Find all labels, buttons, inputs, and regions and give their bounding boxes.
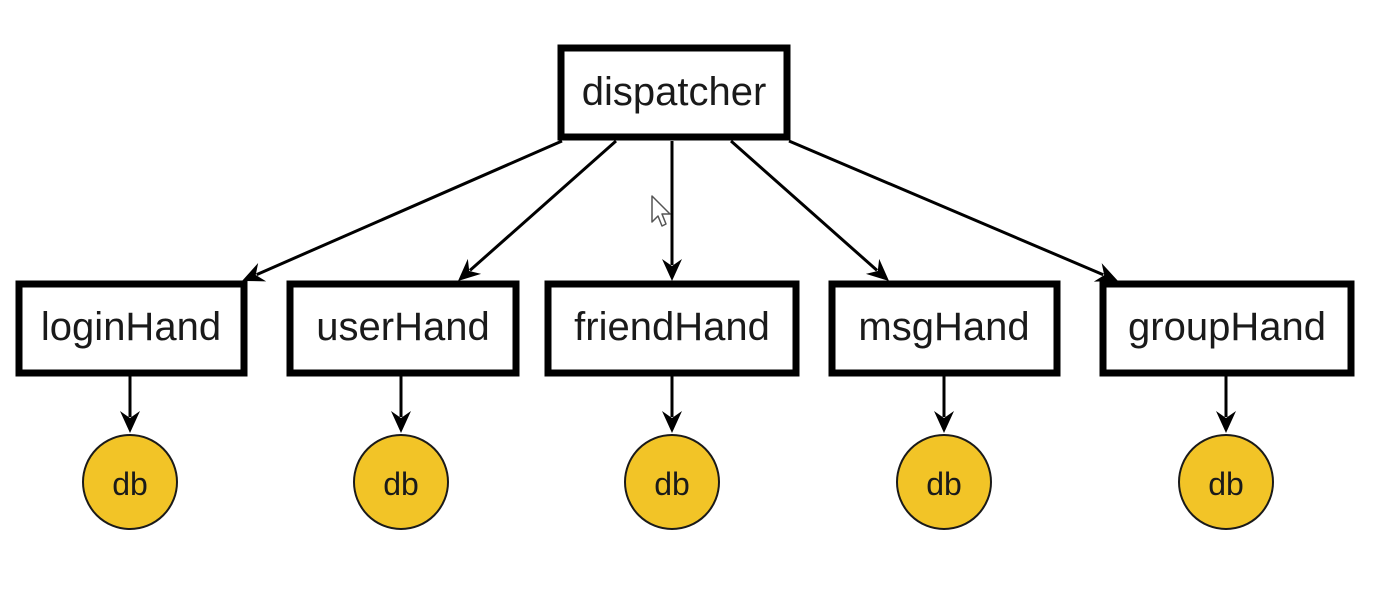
mouse-pointer-icon	[651, 195, 671, 227]
db-node-msg[interactable]: db	[896, 434, 992, 530]
arrowhead-icon	[1216, 411, 1236, 433]
dispatcher-node[interactable]: dispatcher	[557, 44, 791, 141]
handler-node-login[interactable]: loginHand	[15, 280, 248, 377]
edge-dispatcher-to-msg	[730, 139, 889, 281]
db-node-login[interactable]: db	[82, 434, 178, 530]
arrowhead-icon	[391, 411, 411, 433]
edge-msg-to-db	[934, 376, 954, 433]
database-icon	[1178, 434, 1274, 530]
db-label-msg: db	[926, 466, 962, 502]
db-label-group: db	[1208, 466, 1244, 502]
arrowhead-icon	[934, 411, 954, 433]
handler-label-login: loginHand	[41, 305, 221, 349]
arrowhead-icon	[242, 263, 267, 282]
arrowhead-icon	[662, 259, 682, 281]
handler-node-msg[interactable]: msgHand	[828, 280, 1061, 377]
arrowhead-icon	[458, 258, 482, 281]
database-icon	[624, 434, 720, 530]
edges	[120, 139, 1236, 433]
handler-label-group: groupHand	[1128, 305, 1326, 349]
handler-node-user[interactable]: userHand	[286, 280, 520, 377]
db-node-group[interactable]: db	[1178, 434, 1274, 530]
edge-friend-to-db	[662, 376, 682, 433]
edge-dispatcher-to-login	[242, 139, 563, 282]
db-node-friend[interactable]: db	[624, 434, 720, 530]
arrowhead-icon	[1093, 263, 1118, 282]
database-icon	[82, 434, 178, 530]
handler-node-group[interactable]: groupHand	[1099, 280, 1355, 377]
db-label-user: db	[383, 466, 419, 502]
arrowhead-icon	[865, 258, 889, 281]
arrowhead-icon	[120, 411, 140, 433]
arrowhead-icon	[662, 411, 682, 433]
handler-label-user: userHand	[316, 305, 489, 349]
edge-user-to-db	[391, 376, 411, 433]
edge-group-to-db	[1216, 376, 1236, 433]
db-label-friend: db	[654, 466, 690, 502]
edge-dispatcher-to-friend	[662, 141, 682, 281]
edge-dispatcher-to-user	[458, 139, 617, 281]
handler-node-friend[interactable]: friendHand	[544, 280, 800, 377]
database-icon	[353, 434, 449, 530]
edge-dispatcher-to-group	[788, 139, 1118, 282]
edge-login-to-db	[120, 376, 140, 433]
database-icon	[896, 434, 992, 530]
handler-label-friend: friendHand	[574, 305, 770, 349]
handler-label-msg: msgHand	[858, 305, 1029, 349]
db-node-user[interactable]: db	[353, 434, 449, 530]
dispatcher-label: dispatcher	[582, 70, 767, 114]
db-label-login: db	[112, 466, 148, 502]
